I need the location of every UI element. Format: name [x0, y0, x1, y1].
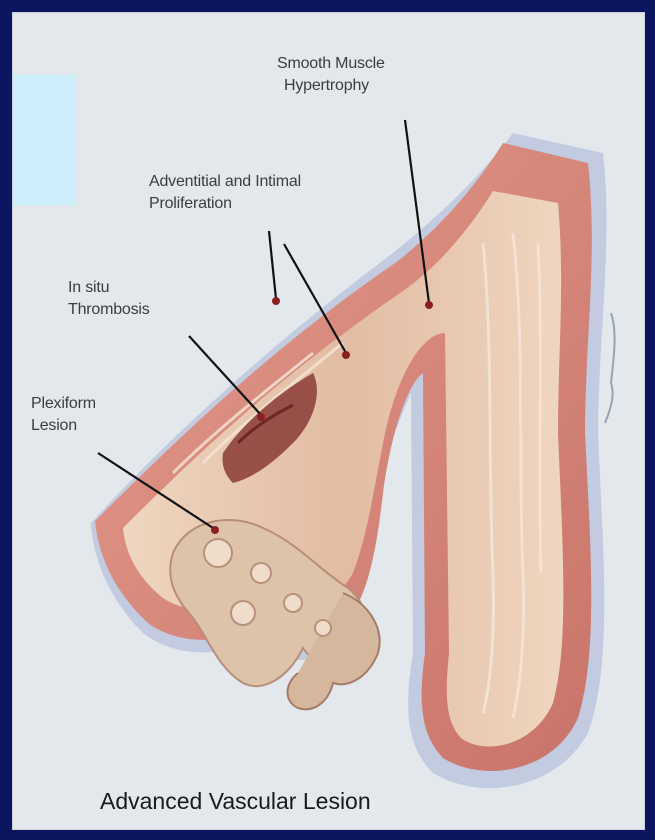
label-in-situ-line2: Thrombosis — [68, 299, 150, 321]
label-in-situ-line1: In situ — [68, 277, 150, 299]
label-in-situ: In situ Thrombosis — [68, 277, 150, 321]
artist-signature — [605, 313, 615, 423]
leader-adventitial-a — [269, 231, 276, 299]
label-smooth-muscle-line1: Smooth Muscle — [277, 53, 385, 75]
figure-caption: Advanced Vascular Lesion — [100, 788, 371, 815]
label-adventitial-line2: Proliferation — [149, 193, 301, 215]
highlight-box — [13, 75, 75, 205]
vascular-lesion-illustration — [13, 13, 644, 829]
label-adventitial-line1: Adventitial and Intimal — [149, 171, 301, 193]
label-adventitial: Adventitial and Intimal Proliferation — [149, 171, 301, 215]
illustration-panel: Smooth Muscle Hypertrophy Adventitial an… — [12, 12, 645, 830]
label-plexiform: Plexiform Lesion — [31, 393, 96, 437]
label-smooth-muscle-line2: Hypertrophy — [284, 75, 385, 97]
label-smooth-muscle: Smooth Muscle Hypertrophy — [277, 53, 385, 97]
label-plexiform-line1: Plexiform — [31, 393, 96, 415]
label-plexiform-line2: Lesion — [31, 415, 96, 437]
